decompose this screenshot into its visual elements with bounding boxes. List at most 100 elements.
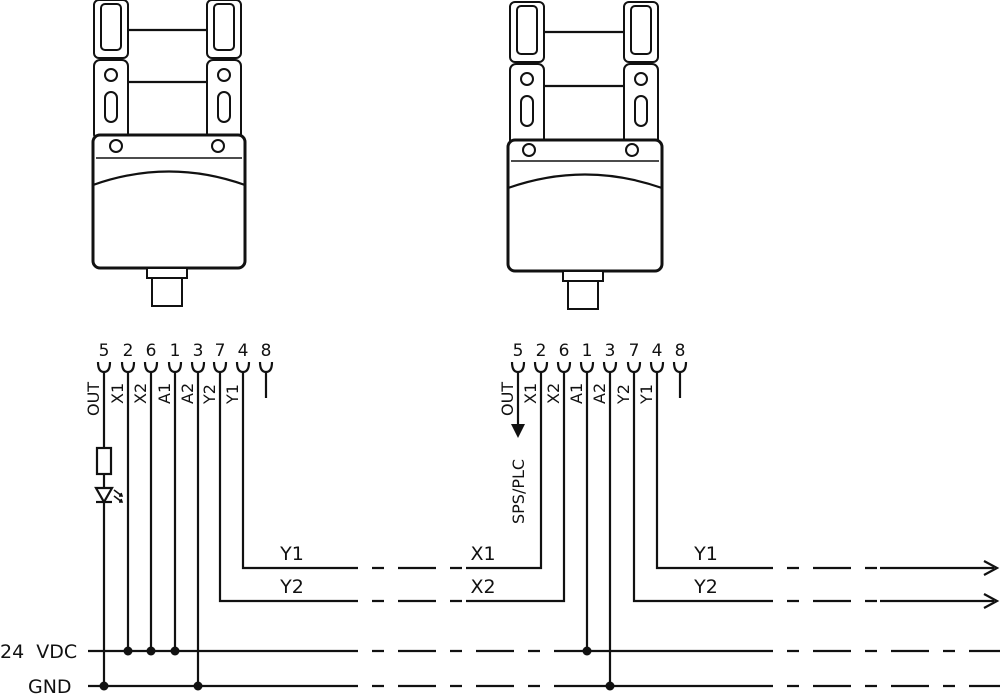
junction-a1-24v	[170, 646, 180, 656]
device-right-mount-2-hole	[634, 72, 648, 86]
device-right-mount-1-hole	[520, 72, 534, 86]
right-hook-1	[579, 361, 595, 374]
left-label-a1: A1	[155, 383, 174, 404]
right-pin-7: 7	[629, 341, 640, 361]
left-hook-8	[258, 361, 274, 374]
right-label-x1: X1	[521, 383, 540, 404]
right-hook-7	[626, 361, 642, 374]
left-label-x2: X2	[131, 383, 150, 404]
device-right-housing-curve	[507, 173, 663, 190]
junction-x1-24v	[123, 646, 133, 656]
right-pin-4: 4	[652, 341, 663, 361]
right-pin-8: 8	[675, 341, 686, 361]
signal-label-right-y1: Y1	[693, 543, 718, 565]
device-left-latch-2-inner	[213, 3, 235, 51]
device-left-mount-2-hole	[217, 68, 231, 82]
left-pin-8: 8	[261, 341, 272, 361]
junction-right-a1-24v	[582, 646, 592, 656]
device-left-connector-nut	[146, 267, 188, 279]
right-hook-2	[533, 361, 549, 374]
left-hook-7	[212, 361, 228, 374]
signal-label-mid-x1: X1	[470, 543, 495, 565]
right-hook-6	[556, 361, 572, 374]
device-left-wiring	[94, 361, 320, 686]
plc-label: SPS/PLC	[509, 459, 528, 524]
left-hook-1	[167, 361, 183, 374]
device-left-housing	[91, 133, 247, 270]
left-label-out: OUT	[84, 382, 103, 416]
right-wire-y2	[632, 372, 735, 603]
right-label-a1: A1	[567, 383, 586, 404]
right-label-a2: A2	[590, 383, 609, 404]
signal-label-mid-x2: X2	[470, 576, 495, 598]
signal-right-y1-arrow	[983, 560, 1000, 576]
left-pin-6: 6	[146, 341, 157, 361]
left-label-y2: Y2	[200, 384, 219, 405]
signal-right-y2-arrow	[983, 593, 1000, 609]
right-out-arrowhead	[511, 424, 525, 438]
right-wire-x2	[466, 372, 566, 603]
device-right-terminal-labels: OUT X1 X2 A1 A2 Y2 Y1 SPS/PLC	[498, 382, 656, 524]
junction-right-a2-gnd	[605, 681, 615, 691]
left-label-a2: A2	[178, 383, 197, 404]
right-wire-y1	[655, 372, 735, 570]
signal-label-right-y2: Y2	[693, 576, 718, 598]
junction-x2-24v	[146, 646, 156, 656]
left-pin-2: 2	[123, 341, 134, 361]
left-hook-2	[120, 361, 136, 374]
right-label-y1: Y1	[637, 384, 656, 405]
left-label-x1: X1	[108, 383, 127, 404]
rail-label-gnd: GND	[28, 676, 72, 696]
junction-out-gnd	[99, 681, 109, 691]
left-led-ray-2	[113, 495, 124, 503]
device-left-screw-1	[109, 139, 123, 153]
device-right-connector-nut	[562, 270, 604, 282]
device-left-terminal-labels: OUT X1 X2 A1 A2 Y2 Y1	[84, 382, 242, 416]
device-right-latch-1-inner	[516, 5, 538, 55]
right-label-x2: X2	[544, 383, 563, 404]
right-label-y2: Y2	[614, 384, 633, 405]
device-left-mount-1-slot	[104, 91, 118, 123]
right-pin-3: 3	[605, 341, 616, 361]
left-pin-4: 4	[238, 341, 249, 361]
right-hook-4	[649, 361, 665, 374]
device-left-pin-row: 5 2 6 1 3 7 4 8	[99, 341, 272, 361]
signal-label-left-y1: Y1	[279, 543, 304, 565]
device-right-screw-1	[522, 143, 536, 157]
right-hook-5	[510, 361, 526, 374]
right-pin-5: 5	[513, 341, 524, 361]
device-left-screw-2	[211, 139, 225, 153]
right-hook-3	[602, 361, 618, 374]
left-hook-3	[190, 361, 206, 374]
device-right-body	[506, 1, 664, 310]
left-label-y1: Y1	[223, 384, 242, 405]
left-wire-y2	[218, 372, 320, 603]
rail-label-24vdc: 24 VDC	[0, 641, 77, 663]
device-right-latch-2-inner	[630, 5, 652, 55]
right-pin-6: 6	[559, 341, 570, 361]
device-right-screw-2	[625, 143, 639, 157]
left-pin-5: 5	[99, 341, 110, 361]
device-right-connector	[567, 280, 599, 310]
left-led-symbol	[94, 486, 114, 505]
power-rails: 24 VDC GND	[0, 641, 1000, 696]
device-left-housing-curve	[92, 170, 246, 187]
device-right-mount-2-slot	[634, 95, 648, 127]
left-pin-1: 1	[170, 341, 181, 361]
right-pin-2: 2	[536, 341, 547, 361]
right-label-out: OUT	[498, 382, 517, 416]
device-right-pin-row: 5 2 6 1 3 7 4 8	[513, 341, 686, 361]
device-left-connector	[151, 277, 183, 307]
device-left-mount-2-slot	[217, 91, 231, 123]
left-resistor	[95, 446, 113, 476]
left-hook-5	[96, 361, 112, 374]
left-pin-7: 7	[215, 341, 226, 361]
left-led-ray-1	[113, 489, 124, 497]
device-right-wiring	[466, 361, 735, 686]
device-left-latch-1-inner	[100, 3, 122, 51]
right-pin-1: 1	[582, 341, 593, 361]
left-hook-4	[235, 361, 251, 374]
device-right-housing	[506, 138, 664, 273]
